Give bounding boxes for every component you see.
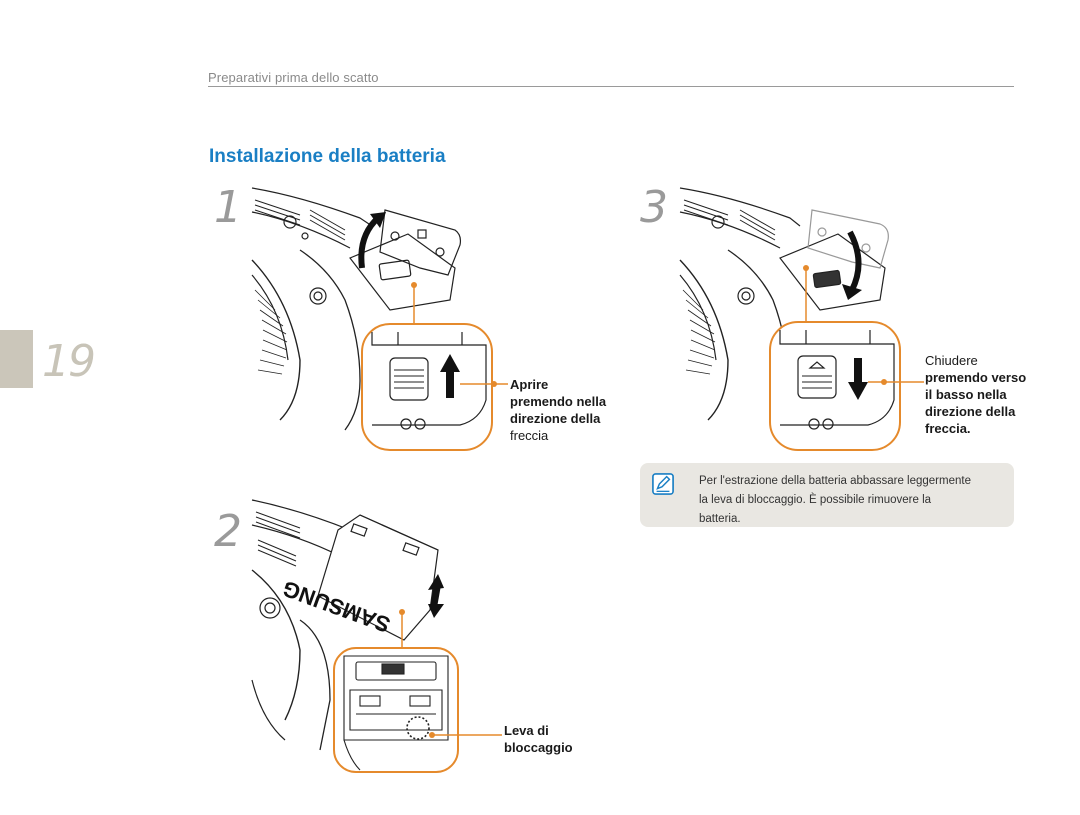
step-1-callout: Aprire premendo nella direzione della fr… xyxy=(510,376,606,444)
step-2-callout-line-1: Leva di xyxy=(504,723,549,738)
step-1-callout-line-4: freccia xyxy=(510,428,549,443)
page-tab xyxy=(0,330,33,388)
step-3-callout-line-4: direzione della xyxy=(925,404,1016,419)
step-3-callout-line-2: premendo verso xyxy=(925,370,1027,385)
step-number-3: 3 xyxy=(640,182,668,233)
section-header: Preparativi prima dello scatto xyxy=(208,70,379,85)
header-rule xyxy=(208,86,1014,87)
step-1-callout-line-3: direzione della xyxy=(510,411,601,426)
step-2-callout: Leva di bloccaggio xyxy=(504,722,573,756)
step-number-2: 2 xyxy=(214,506,242,557)
note-text: Per l'estrazione della batteria abbassar… xyxy=(699,472,1004,529)
note-line-3: batteria. xyxy=(699,513,741,525)
note-line-2: la leva di bloccaggio. È possibile rimuo… xyxy=(699,494,932,506)
step-1-callout-line-1: Aprire xyxy=(510,377,549,392)
step-number-1: 1 xyxy=(214,182,242,233)
note-box xyxy=(640,463,1014,527)
step-2-callout-line-2: bloccaggio xyxy=(504,740,573,755)
memo-pencil-icon xyxy=(652,473,674,495)
step-3-callout-line-5: freccia. xyxy=(925,421,971,436)
step-3-callout: Chiudere premendo verso il basso nella d… xyxy=(925,352,1026,437)
page-title: Installazione della batteria xyxy=(209,146,446,167)
step-3-callout-line-1: Chiudere xyxy=(925,353,978,368)
note-line-1: Per l'estrazione della batteria abbassar… xyxy=(699,475,971,487)
step-1-callout-line-2: premendo nella xyxy=(510,394,607,409)
page-number: 19 xyxy=(42,336,96,387)
step-3-callout-line-3: il basso nella xyxy=(925,387,1007,402)
